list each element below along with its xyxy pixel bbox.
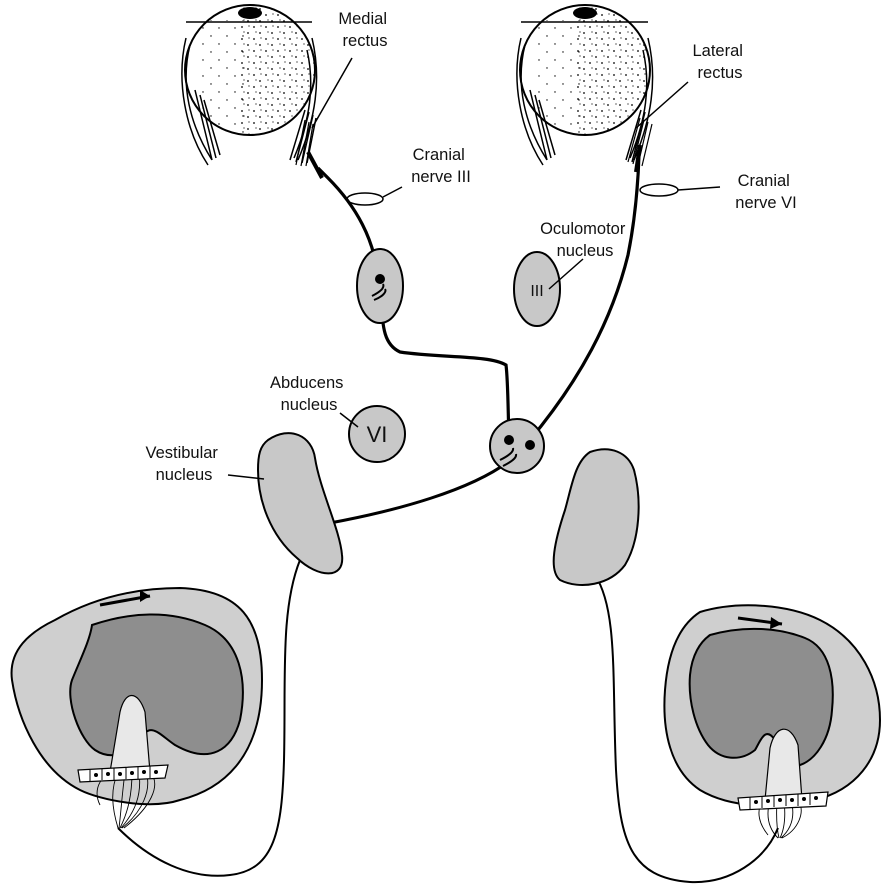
label-lateral-rectus: Lateral rectus [692,42,747,82]
right-abducens-nucleus [490,419,544,473]
cranial-nerve-iii-marker [347,193,383,205]
oculomotor-nucleus: III [514,252,560,326]
label-oculomotor-nucleus: Oculomotor nucleus [540,220,630,260]
vestibular-projection-axon [330,462,508,523]
label-cranial-nerve-vi: Cranial nerve VI [735,172,796,212]
left-semicircular-canal [12,588,262,828]
cranial-nerve-vi-marker [640,184,678,196]
right-semicircular-canal [664,605,880,838]
left-eye [182,0,320,165]
left-vestibular-nucleus [258,433,342,573]
svg-text:VI: VI [367,422,388,447]
label-cranial-nerve-iii: Cranial nerve III [411,146,471,186]
left-oculomotor-nucleus [357,249,403,323]
abducens-nucleus: VI [349,406,405,462]
medial-rectus-endplate [308,152,322,178]
svg-text:III: III [530,283,543,300]
label-medial-rectus: Medial rectus [338,10,391,50]
label-vestibular-nucleus: Vestibular nucleus [145,444,222,484]
label-abducens-nucleus: Abducens nucleus [270,374,348,414]
right-vestibular-nucleus [554,449,639,585]
